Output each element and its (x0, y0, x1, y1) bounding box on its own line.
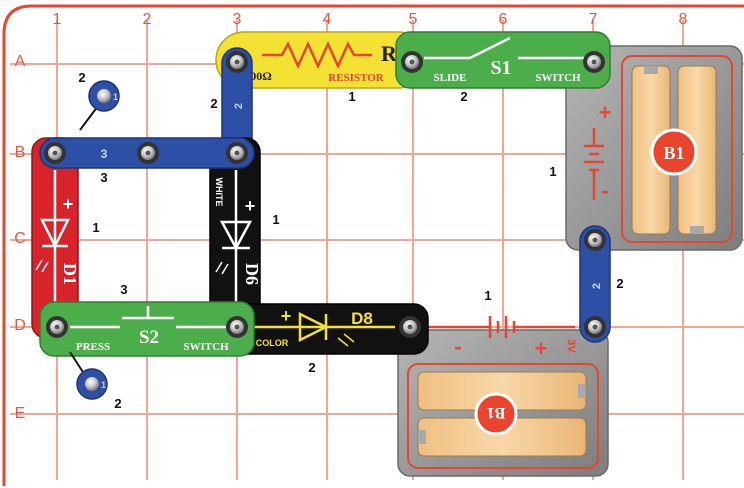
snap (584, 229, 606, 251)
battery-plus: + (599, 100, 612, 125)
column-label: 7 (589, 11, 598, 28)
level-number: 3 (120, 282, 127, 297)
column-label: 6 (499, 11, 508, 28)
battery-voltage: 3V (565, 339, 577, 353)
level-number: 1 (92, 220, 99, 235)
snap (399, 316, 421, 338)
level-number: 2 (78, 70, 85, 85)
wire-number: 3 (101, 147, 108, 161)
led-label: D1 (60, 263, 80, 285)
battery-plus: + (535, 336, 548, 361)
switch-label: S1 (490, 57, 511, 79)
snap (226, 51, 248, 73)
snap (46, 316, 68, 338)
snap (401, 51, 423, 73)
column-label: 5 (409, 11, 418, 28)
led-plus: + (281, 306, 292, 326)
column-label: 2 (143, 11, 152, 28)
column-label: 1 (53, 11, 62, 28)
battery-minus: - (454, 334, 461, 359)
column-label: 4 (323, 11, 332, 28)
press-switch-s2: S2 PRESS SWITCH 3 (39, 282, 255, 357)
row-label: B (15, 144, 26, 161)
led-label: D6 (242, 263, 262, 285)
resistor-r1: R1 100Ω RESISTOR 1 (215, 31, 427, 104)
board-frame (2, 4, 744, 486)
snap (226, 316, 248, 338)
level-number: 2 (460, 89, 467, 104)
level-number: 3 (100, 170, 107, 185)
wire-2-left: 2 2 (210, 47, 253, 167)
led-plus: + (63, 194, 74, 214)
level-number: 1 (484, 288, 491, 303)
snap (583, 51, 605, 73)
led-label: D8 (351, 309, 373, 328)
switch-left-text: SLIDE (433, 72, 466, 84)
wire-2-right: 2 2 (579, 225, 624, 343)
snap-connectors (44, 51, 606, 338)
level-number: 1 (272, 212, 279, 227)
single-snap-top: 1 2 (78, 70, 120, 131)
led-d8: + D8 COLOR 2 (221, 303, 429, 375)
snap (137, 142, 159, 164)
led-color: COLOR (256, 338, 289, 348)
wire-number: 2 (591, 283, 603, 289)
column-label: 3 (233, 11, 242, 28)
level-number: 2 (210, 96, 217, 111)
level-number: 2 (308, 360, 315, 375)
led-d6: + WHITE D6 1 (209, 137, 280, 339)
column-label: 8 (679, 11, 688, 28)
level-number: 2 (114, 396, 121, 411)
resistor-name: RESISTOR (328, 72, 384, 84)
snap-number: 1 (101, 380, 106, 390)
wire-number: 2 (233, 103, 245, 109)
led-color: WHITE (214, 178, 224, 207)
single-snap-bottom: 1 2 (69, 351, 122, 411)
switch-label: S2 (139, 327, 159, 348)
row-label: A (15, 53, 26, 70)
snap (584, 316, 606, 338)
led-plus: + (245, 196, 256, 216)
battery-b1-bottom: B1 - + 3V 1 (397, 288, 609, 477)
snap (226, 142, 248, 164)
battery-minus: - (601, 178, 608, 203)
switch-left-text: PRESS (76, 341, 110, 353)
slide-switch-s1: S1 SLIDE SWITCH 2 (395, 31, 611, 104)
snap (44, 142, 66, 164)
battery-label: B1 (487, 404, 506, 421)
row-label: D (14, 317, 26, 334)
row-label: C (14, 230, 26, 247)
row-label: E (15, 405, 26, 422)
level-number: 2 (616, 276, 623, 291)
switch-right-text: SWITCH (535, 72, 581, 84)
level-number: 1 (549, 164, 556, 179)
snap-number: 1 (113, 92, 118, 102)
switch-right-text: SWITCH (183, 341, 229, 353)
level-number: 1 (348, 89, 355, 104)
battery-label: B1 (663, 143, 684, 163)
battery-b1-top: B1 3V + - 1 (549, 45, 743, 251)
